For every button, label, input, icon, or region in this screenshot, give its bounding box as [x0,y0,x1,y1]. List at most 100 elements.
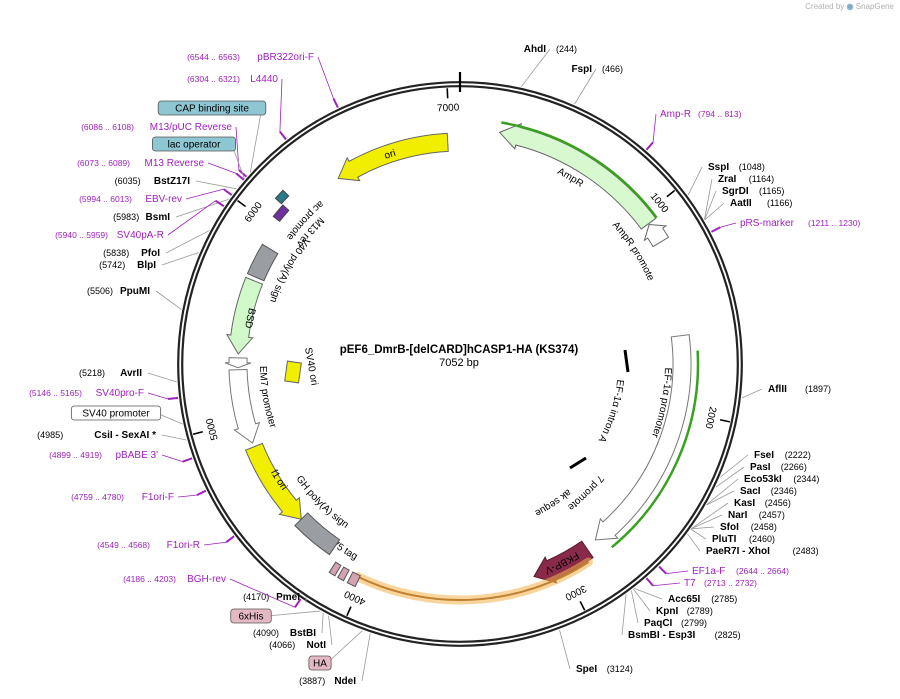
primer-site[interactable]: SV40pro-F(5146 .. 5165) [29,388,144,399]
primer-site[interactable]: F1ori-R(4549 .. 4568) [97,540,200,551]
enzyme-position: (2344) [793,474,819,484]
enzyme-site[interactable]: PasI(2266) [750,462,807,473]
plasmid-name: pEF6_DmrB-[delCARD]hCASP1-HA (KS374) [340,344,579,356]
enzyme-site[interactable]: SpeI(3124) [576,664,633,675]
enzyme-site[interactable]: FspI(466) [571,64,623,75]
primer-site[interactable]: T7(2713 .. 2732) [684,578,757,589]
primer-site[interactable]: EF1a-F(2644 .. 2664) [692,566,789,577]
enzyme-name: AvrII [120,368,142,379]
feature-box-label: lac operator [168,140,221,151]
sv40-polyA-feature [246,243,279,282]
enzyme-position: (2785) [711,594,737,604]
enzyme-site[interactable]: KasI(2456) [734,498,791,509]
enzyme-site[interactable]: BsmBI - Esp3I(2825) [628,630,741,641]
primer-range: (5940 .. 5959) [55,230,108,240]
feature-box[interactable]: 6xHis [230,608,272,624]
enzyme-leader [687,166,703,196]
enzyme-site[interactable]: PpuMI(5506) [87,286,150,297]
enzyme-site[interactable]: NotI(4066) [269,640,326,651]
enzyme-leader [195,180,237,190]
primer-name: EBV-rev [145,194,182,205]
enzyme-site[interactable]: BlpI(5742) [99,260,156,271]
primer-site[interactable]: pBABE 3' (4899 .. 4919) [49,450,158,461]
enzyme-site[interactable]: Acc65I(2785) [668,594,737,605]
enzyme-site[interactable]: PaeR7I - XhoI(2483) [706,546,819,557]
enzyme-site[interactable]: ZraI(1164) [718,174,774,185]
primer-site[interactable]: L4440(6304 .. 6321) [187,74,278,85]
feature-box-label: 6xHis [238,612,263,623]
primer-mark [214,199,225,208]
primer-site[interactable]: SV40pA-R (5940 .. 5959) [55,230,164,241]
enzyme-position: (1165) [759,186,784,196]
enzyme-site[interactable]: AatII(1166) [730,198,792,209]
enzyme-site[interactable]: PfoI(5838) [103,248,160,259]
enzyme-leader [704,190,717,220]
primer-site[interactable]: BGH-rev(4186 .. 4203) [123,574,226,585]
primer-leader [185,188,224,200]
enzyme-name: PmeI [276,592,300,603]
enzyme-site[interactable]: SacI(2346) [740,486,797,497]
primer-name: T7 [684,578,696,589]
ori-label: ori [383,148,397,162]
primer-name: Amp-R [660,109,691,120]
primer-name: pBABE 3' [116,450,159,461]
plasmid-length: 7052 bp [439,357,479,369]
enzyme-site[interactable]: BstZ17I(6035) [115,176,191,187]
primer-site[interactable]: M13 Reverse(6073 .. 6089) [77,158,204,169]
enzyme-site[interactable]: AflII(1897) [768,384,831,395]
enzyme-site[interactable]: PluTI(2460) [712,534,775,545]
enzyme-site[interactable]: PmeI(4170) [243,592,300,603]
primer-site[interactable]: pRS-marker(1211 .. 1230) [740,218,860,229]
enzyme-site[interactable]: Eco53kI(2344) [744,474,819,485]
feature-box[interactable]: CAP binding site [157,100,267,116]
feature-box[interactable]: HA [308,655,332,671]
enzyme-site[interactable]: CsiI - SexAI *(4985) [37,430,156,441]
enzyme-name: PaeR7I - XhoI [706,546,770,557]
enzyme-site[interactable]: AvrII(5218) [79,368,142,379]
primer-leader [177,494,197,498]
enzyme-site[interactable]: FseI(2222) [754,450,811,461]
primer-range: (4899 .. 4919) [49,450,102,460]
enzyme-site[interactable]: SfoI(2458) [720,522,777,533]
enzyme-site[interactable]: BstBI(4090) [253,628,316,639]
feature-box[interactable]: SV40 promoter [70,405,162,421]
primer-leader [720,222,737,228]
primer-site[interactable]: Amp-R(794 .. 813) [660,109,742,120]
enzyme-leader [630,590,639,624]
primer-leader [161,454,183,463]
enzyme-site[interactable]: SspI(1048) [708,162,765,173]
snapgene-logo-icon: ◉ [846,2,854,11]
enzyme-leader [634,587,663,600]
feature-box-bg [157,100,267,116]
primer-name: SV40pA-R [117,230,164,241]
enzyme-name: ZraI [718,174,737,185]
enzyme-leader [175,198,229,218]
primer-site[interactable]: EBV-rev(5994 .. 6013) [79,194,182,205]
enzyme-site[interactable]: SgrDI(1165) [722,186,784,197]
tick-label: 5000 [204,417,220,442]
enzyme-name: KasI [734,498,755,509]
enzyme-name: NarI [728,510,748,521]
primer-range: (4549 .. 4568) [97,540,150,550]
primer-site[interactable]: pBR322ori-F(6544 .. 6563) [187,52,314,63]
enzyme-site[interactable]: NdeI(3887) [299,676,356,687]
v5-tag-b [337,566,350,582]
enzyme-site[interactable]: KpnI(2789) [656,606,713,617]
ef1a-intron-label: EF-1α intron A [596,379,626,444]
primer-site[interactable]: F1ori-F(4759 .. 4780) [71,492,174,503]
enzyme-name: FseI [754,450,774,461]
enzyme-leader [165,230,210,254]
enzyme-site[interactable]: AhdI(244) [524,44,577,55]
feature-box-label: HA [313,659,327,670]
enzyme-site[interactable]: PaqCI(2799) [644,618,707,629]
enzyme-site[interactable]: BsmI(5983) [113,212,170,223]
primer-mark [645,141,654,151]
primer-name: EF1a-F [692,566,725,577]
feature-leader [249,107,263,173]
enzyme-position: (5742) [99,260,125,270]
feature-box[interactable]: lac operator [151,136,236,152]
enzyme-site[interactable]: NarI(2457) [728,510,785,521]
primer-site[interactable]: M13/pUC Reverse(6086 .. 6108) [81,122,232,133]
enzyme-leader [574,68,597,105]
